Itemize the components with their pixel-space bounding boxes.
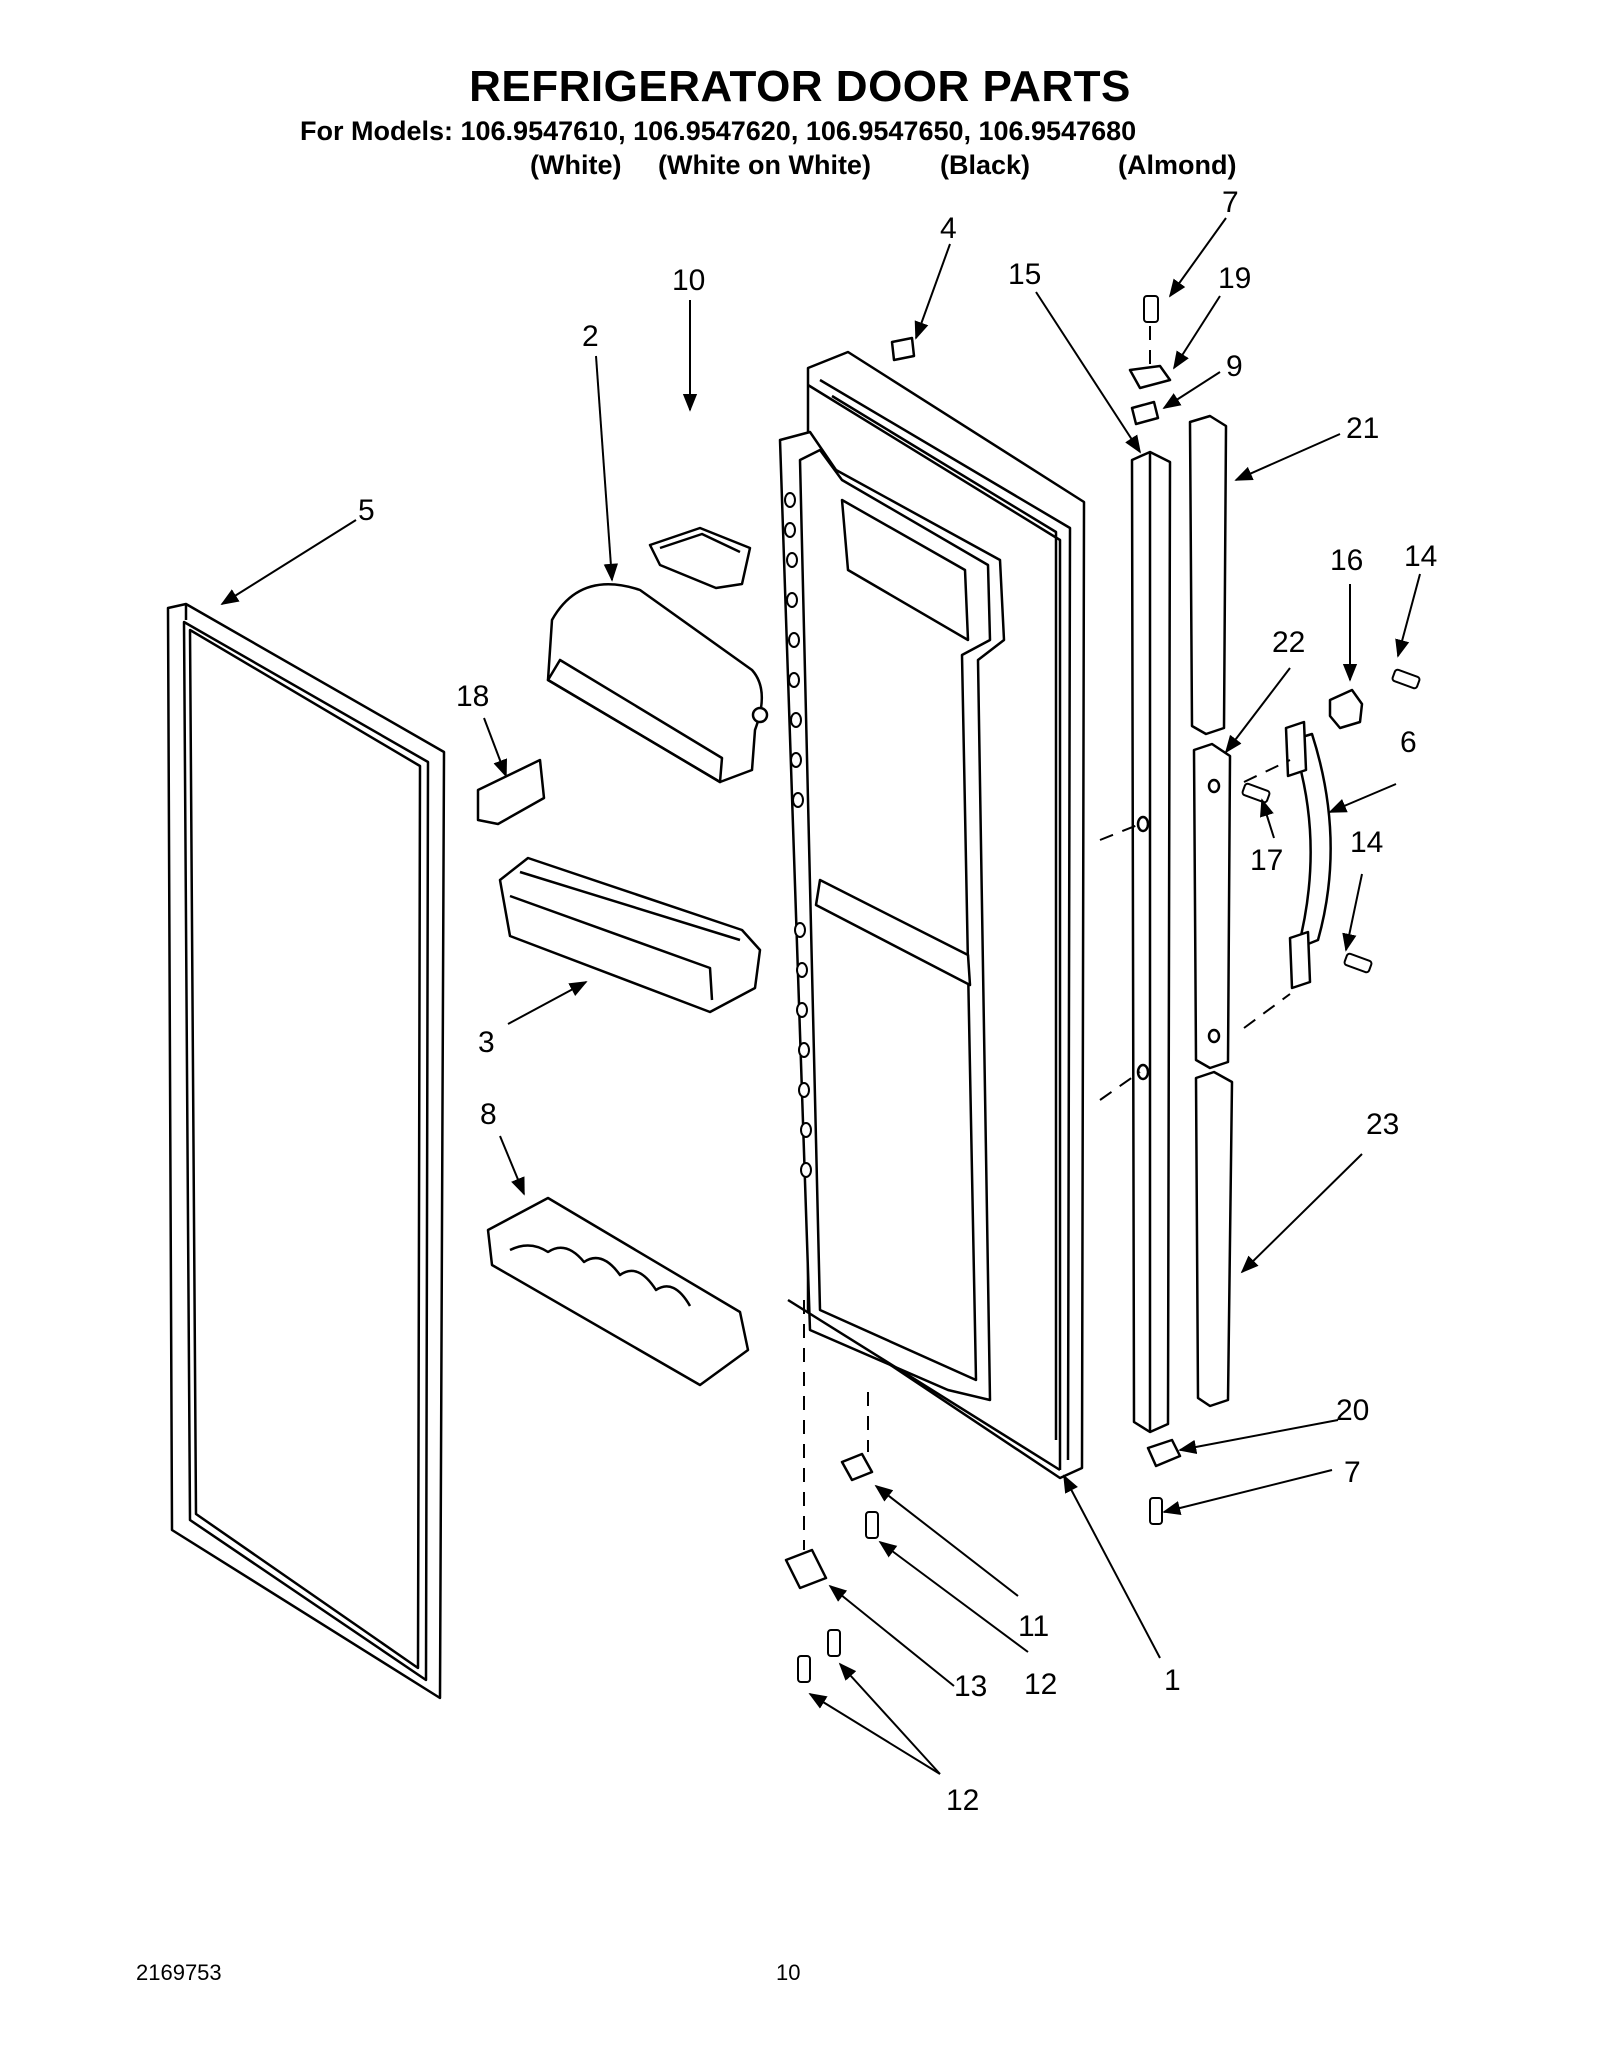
callout-16: 16 <box>1330 544 1363 577</box>
door-bin-part <box>498 856 762 1014</box>
callout-numbers: 4 10 2 15 7 19 9 21 5 16 14 22 18 6 17 1… <box>358 186 1437 1817</box>
callout-13: 13 <box>954 1670 987 1703</box>
lower-trim-part <box>1194 1070 1234 1408</box>
bottom-hinge-part <box>1146 1438 1182 1468</box>
callout-21: 21 <box>1346 412 1379 445</box>
door-gasket-part <box>166 602 446 1700</box>
hinge-shim-part <box>1130 400 1160 426</box>
label-part <box>890 336 916 362</box>
callout-11: 11 <box>1018 1610 1049 1643</box>
egg-tray-part <box>486 1196 750 1387</box>
variant-white: (White) <box>530 150 622 180</box>
callout-7-top: 7 <box>1222 186 1239 219</box>
leader-lines <box>220 217 1421 1775</box>
callout-1: 1 <box>1164 1664 1181 1697</box>
callout-12-bottom: 12 <box>946 1784 979 1817</box>
models-line: For Models: 106.9547610, 106.9547620, 10… <box>300 116 1137 146</box>
callout-2: 2 <box>582 320 599 353</box>
variant-white-on-white: (White on White) <box>658 150 871 180</box>
door-handle-part <box>1284 720 1332 990</box>
variant-almond: (Almond) <box>1118 150 1237 180</box>
door-trim-part <box>1130 450 1172 1434</box>
hinge-bracket-part <box>784 1548 828 1590</box>
document-number: 2169753 <box>136 1960 222 1985</box>
callout-14-upper: 14 <box>1404 540 1437 573</box>
callout-10: 10 <box>672 264 705 297</box>
screws <box>797 295 1421 1683</box>
callout-12-right: 12 <box>1024 1668 1057 1701</box>
callout-18: 18 <box>456 680 489 713</box>
callout-8: 8 <box>480 1098 497 1131</box>
callout-6: 6 <box>1400 726 1417 759</box>
handle-trim-part <box>1192 742 1232 1070</box>
callout-4: 4 <box>940 212 957 245</box>
upper-trim-part <box>1188 414 1228 736</box>
small-bin-part <box>648 526 752 590</box>
top-hinge-part <box>1128 364 1172 390</box>
callout-23: 23 <box>1366 1108 1399 1141</box>
handle-cap-part <box>1328 688 1364 730</box>
dairy-hinge-part <box>476 758 546 826</box>
door-stop-part <box>840 1452 874 1482</box>
callout-7-bottom: 7 <box>1344 1456 1361 1489</box>
page-number: 10 <box>776 1960 801 1985</box>
door-liner-part <box>778 350 1086 1480</box>
callout-17: 17 <box>1250 844 1283 877</box>
callout-3: 3 <box>478 1026 495 1059</box>
callout-15: 15 <box>1008 258 1041 291</box>
page-title: REFRIGERATOR DOOR PARTS <box>469 62 1131 111</box>
callout-22: 22 <box>1272 626 1305 659</box>
dairy-door-part <box>546 583 769 784</box>
callout-20: 20 <box>1336 1394 1369 1427</box>
callout-9: 9 <box>1226 350 1243 383</box>
callout-5: 5 <box>358 494 375 527</box>
callout-14-lower: 14 <box>1350 826 1383 859</box>
callout-19: 19 <box>1218 262 1251 295</box>
variant-black: (Black) <box>940 150 1031 180</box>
